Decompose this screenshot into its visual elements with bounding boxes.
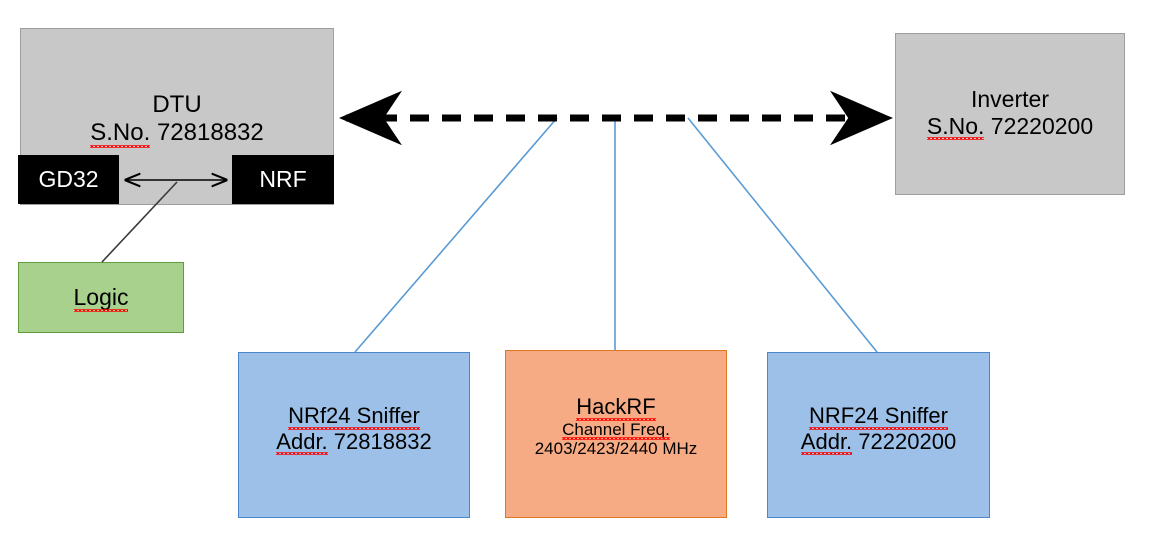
inverter-title: Inverter (971, 86, 1049, 112)
dtu-serial-number: 72818832 (156, 118, 264, 146)
inverter-serial-number: 72220200 (990, 112, 1094, 139)
hackrf-channel-label: Channel Freq. (562, 419, 670, 440)
dtu-serial-label: S.No. (90, 118, 151, 148)
sniffer-right-title: NRF24 Sniffer (809, 403, 948, 430)
sniffer-left-node[interactable]: NRf24 Sniffer Addr. 72818832 (238, 352, 470, 518)
hackrf-frequencies: 2403/2423/2440 MHz (534, 439, 698, 459)
sniffer-right-addr: Addr. 72220200 (800, 428, 957, 455)
nrf-node[interactable]: NRF (232, 155, 334, 204)
tap-left-line (354, 117, 558, 353)
logic-node[interactable]: Logic (18, 262, 184, 333)
inverter-serial: S.No. 72220200 (926, 112, 1094, 141)
gd32-label: GD32 (38, 165, 99, 192)
dtu-title: DTU (152, 91, 202, 118)
gd32-node[interactable]: GD32 (18, 155, 119, 204)
hackrf-title: HackRF (576, 394, 657, 421)
sniffer-right-addr-label: Addr. (800, 428, 853, 455)
dtu-serial-value (150, 119, 157, 146)
tap-right-line (687, 117, 878, 353)
inverter-serial-label: S.No. (926, 112, 985, 141)
sniffer-right-node[interactable]: NRF24 Sniffer Addr. 72220200 (767, 352, 990, 518)
sniffer-left-addr: Addr. 72818832 (276, 428, 432, 455)
dtu-serial: S.No. 72818832 (90, 118, 264, 148)
sniffer-left-addr-label: Addr. (276, 428, 329, 455)
inverter-node[interactable]: Inverter S.No. 72220200 (895, 33, 1125, 195)
hackrf-node[interactable]: HackRF Channel Freq. 2403/2423/2440 MHz (505, 350, 727, 518)
nrf-label: NRF (259, 165, 307, 192)
sniffer-left-addr-value: 72818832 (333, 428, 432, 454)
sniffer-right-addr-value: 72220200 (858, 428, 957, 454)
logic-label: Logic (73, 283, 129, 313)
sniffer-left-title: NRf24 Sniffer (288, 403, 420, 430)
